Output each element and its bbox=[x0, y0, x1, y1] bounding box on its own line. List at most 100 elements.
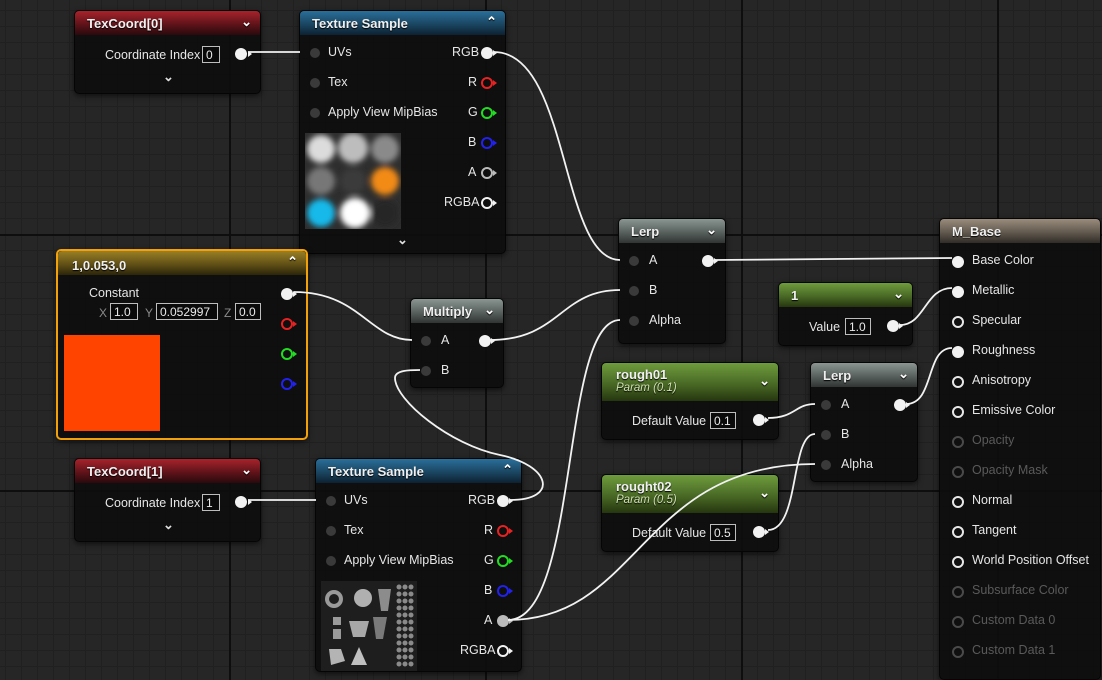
a-input-pin-icon[interactable] bbox=[629, 256, 639, 266]
constant-label: Constant bbox=[89, 286, 140, 300]
value-field[interactable]: 1.0 bbox=[845, 318, 871, 335]
output-pin-icon[interactable] bbox=[752, 413, 770, 427]
b-input-pin-icon[interactable] bbox=[629, 286, 639, 296]
node-header[interactable]: 1 ⌄ bbox=[779, 283, 912, 307]
r-output-pin-icon[interactable] bbox=[280, 317, 298, 331]
b-output-pin-icon[interactable] bbox=[496, 584, 514, 598]
y-value-field[interactable]: 0.052997 bbox=[156, 303, 218, 320]
x-value-field[interactable]: 1.0 bbox=[110, 303, 138, 320]
chevron-up-icon[interactable]: ⌃ bbox=[502, 462, 513, 477]
output-pin-icon[interactable] bbox=[886, 319, 904, 333]
output-pin-icon[interactable] bbox=[280, 287, 298, 301]
z-axis-label: Z bbox=[224, 306, 232, 320]
g-output-pin-icon[interactable] bbox=[280, 347, 298, 361]
node-rough01-param[interactable]: rough01 Param (0.1) ⌄ Default Value 0.1 bbox=[601, 362, 779, 440]
mipbias-input-pin-icon[interactable] bbox=[310, 108, 320, 118]
material-input-pin-icon[interactable] bbox=[951, 555, 965, 569]
rgba-output-pin-icon[interactable] bbox=[496, 644, 514, 658]
chevron-down-icon[interactable]: ⌄ bbox=[241, 462, 252, 477]
a-output-pin-icon[interactable] bbox=[496, 614, 514, 628]
node-header[interactable]: TexCoord[1] ⌄ bbox=[75, 459, 260, 483]
coordinate-index-field[interactable]: 1 bbox=[202, 494, 220, 511]
default-value-field[interactable]: 0.1 bbox=[710, 412, 736, 429]
chevron-down-icon[interactable]: ⌄ bbox=[893, 286, 904, 301]
node-header[interactable]: Multiply ⌄ bbox=[411, 299, 503, 323]
chevron-down-icon[interactable]: ⌄ bbox=[759, 485, 770, 500]
node-header[interactable]: rought02 Param (0.5) ⌄ bbox=[602, 475, 778, 513]
tex-input-pin-icon[interactable] bbox=[310, 78, 320, 88]
node-texcoord0[interactable]: TexCoord[0] ⌄ Coordinate Index 0 ⌄ bbox=[74, 10, 261, 94]
node-constant-1[interactable]: 1 ⌄ Value 1.0 bbox=[778, 282, 913, 346]
material-input-pin-icon[interactable] bbox=[951, 405, 965, 419]
expand-chevron-icon[interactable]: ⌄ bbox=[163, 517, 174, 532]
node-rough02-param[interactable]: rought02 Param (0.5) ⌄ Default Value 0.5 bbox=[601, 474, 779, 552]
node-header[interactable]: TexCoord[0] ⌄ bbox=[75, 11, 260, 35]
a-input-pin-icon[interactable] bbox=[421, 336, 431, 346]
node-header[interactable]: rough01 Param (0.1) ⌄ bbox=[602, 363, 778, 401]
node-header[interactable]: Lerp ⌄ bbox=[619, 219, 725, 243]
node-title: M_Base bbox=[952, 224, 1002, 239]
material-input-pin-icon[interactable] bbox=[951, 375, 965, 389]
output-pin-icon[interactable] bbox=[893, 398, 911, 412]
mipbias-input-pin-icon[interactable] bbox=[326, 556, 336, 566]
b-input-pin-icon[interactable] bbox=[421, 366, 431, 376]
uvs-input-pin-icon[interactable] bbox=[326, 496, 336, 506]
output-pin-icon[interactable] bbox=[701, 254, 719, 268]
output-pin-icon[interactable] bbox=[234, 495, 254, 509]
material-input-pin-icon[interactable] bbox=[951, 255, 965, 269]
chevron-down-icon[interactable]: ⌄ bbox=[898, 366, 909, 381]
coordinate-index-field[interactable]: 0 bbox=[202, 46, 220, 63]
rgb-output-pin-icon[interactable] bbox=[480, 46, 498, 60]
a-input-pin-icon[interactable] bbox=[821, 400, 831, 410]
wire-constant-to-multiply-a bbox=[293, 291, 413, 341]
node-lerp-2[interactable]: Lerp ⌄ A B Alpha bbox=[810, 362, 918, 482]
z-value-field[interactable]: 0.0 bbox=[235, 303, 261, 320]
node-constant-vector[interactable]: 1,0.053,0 ⌃ Constant X 1.0 Y 0.052997 Z … bbox=[56, 249, 308, 440]
g-output-pin-icon[interactable] bbox=[496, 554, 514, 568]
alpha-input-pin-icon[interactable] bbox=[629, 316, 639, 326]
node-header[interactable]: Texture Sample ⌃ bbox=[300, 11, 505, 35]
node-multiply[interactable]: Multiply ⌄ A B bbox=[410, 298, 504, 388]
alpha-input-pin-icon[interactable] bbox=[821, 460, 831, 470]
material-input-pin-icon[interactable] bbox=[951, 315, 965, 329]
output-pin-icon[interactable] bbox=[752, 525, 770, 539]
material-input-pin-icon bbox=[952, 646, 964, 658]
uvs-input-pin-icon[interactable] bbox=[310, 48, 320, 58]
output-pin-icon[interactable] bbox=[478, 334, 496, 348]
g-output-pin-icon[interactable] bbox=[480, 106, 498, 120]
node-texcoord1[interactable]: TexCoord[1] ⌄ Coordinate Index 1 ⌄ bbox=[74, 458, 261, 542]
chevron-down-icon[interactable]: ⌄ bbox=[706, 222, 717, 237]
material-input-pin-icon[interactable] bbox=[951, 345, 965, 359]
material-input-pin-icon[interactable] bbox=[951, 495, 965, 509]
node-lerp-1[interactable]: Lerp ⌄ A B Alpha bbox=[618, 218, 726, 344]
chevron-down-icon[interactable]: ⌄ bbox=[241, 14, 252, 29]
a-output-pin-icon[interactable] bbox=[480, 166, 498, 180]
rgba-output-pin-icon[interactable] bbox=[480, 196, 498, 210]
node-texture-sample-1[interactable]: Texture Sample ⌃ UVs Tex Apply View MipB… bbox=[299, 10, 506, 254]
tex-input-pin-icon[interactable] bbox=[326, 526, 336, 536]
b-input-pin-icon[interactable] bbox=[821, 430, 831, 440]
material-pin-label: Opacity Mask bbox=[972, 463, 1048, 477]
node-header[interactable]: M_Base bbox=[940, 219, 1100, 243]
expand-chevron-icon[interactable]: ⌄ bbox=[163, 69, 174, 84]
node-header[interactable]: 1,0.053,0 ⌃ bbox=[58, 251, 306, 275]
node-texture-sample-2[interactable]: Texture Sample ⌃ UVs Tex Apply View MipB… bbox=[315, 458, 522, 672]
chevron-up-icon[interactable]: ⌃ bbox=[486, 14, 497, 29]
rgb-output-pin-icon[interactable] bbox=[496, 494, 514, 508]
node-header[interactable]: Texture Sample ⌃ bbox=[316, 459, 521, 483]
node-header[interactable]: Lerp ⌄ bbox=[811, 363, 917, 387]
chevron-down-icon[interactable]: ⌄ bbox=[484, 302, 495, 317]
material-input-pin-icon[interactable] bbox=[951, 285, 965, 299]
default-value-field[interactable]: 0.5 bbox=[710, 524, 736, 541]
b-output-pin-icon[interactable] bbox=[480, 136, 498, 150]
material-input-pin-icon[interactable] bbox=[951, 525, 965, 539]
r-output-pin-icon[interactable] bbox=[496, 524, 514, 538]
b-output-pin-icon[interactable] bbox=[280, 377, 298, 391]
r-output-pin-icon[interactable] bbox=[480, 76, 498, 90]
output-pin-icon[interactable] bbox=[234, 47, 254, 61]
pin-label-b: B bbox=[841, 427, 850, 441]
chevron-up-icon[interactable]: ⌃ bbox=[287, 254, 298, 269]
chevron-down-icon[interactable]: ⌄ bbox=[759, 373, 770, 388]
collapse-chevron-icon[interactable]: ⌄ bbox=[397, 232, 408, 247]
